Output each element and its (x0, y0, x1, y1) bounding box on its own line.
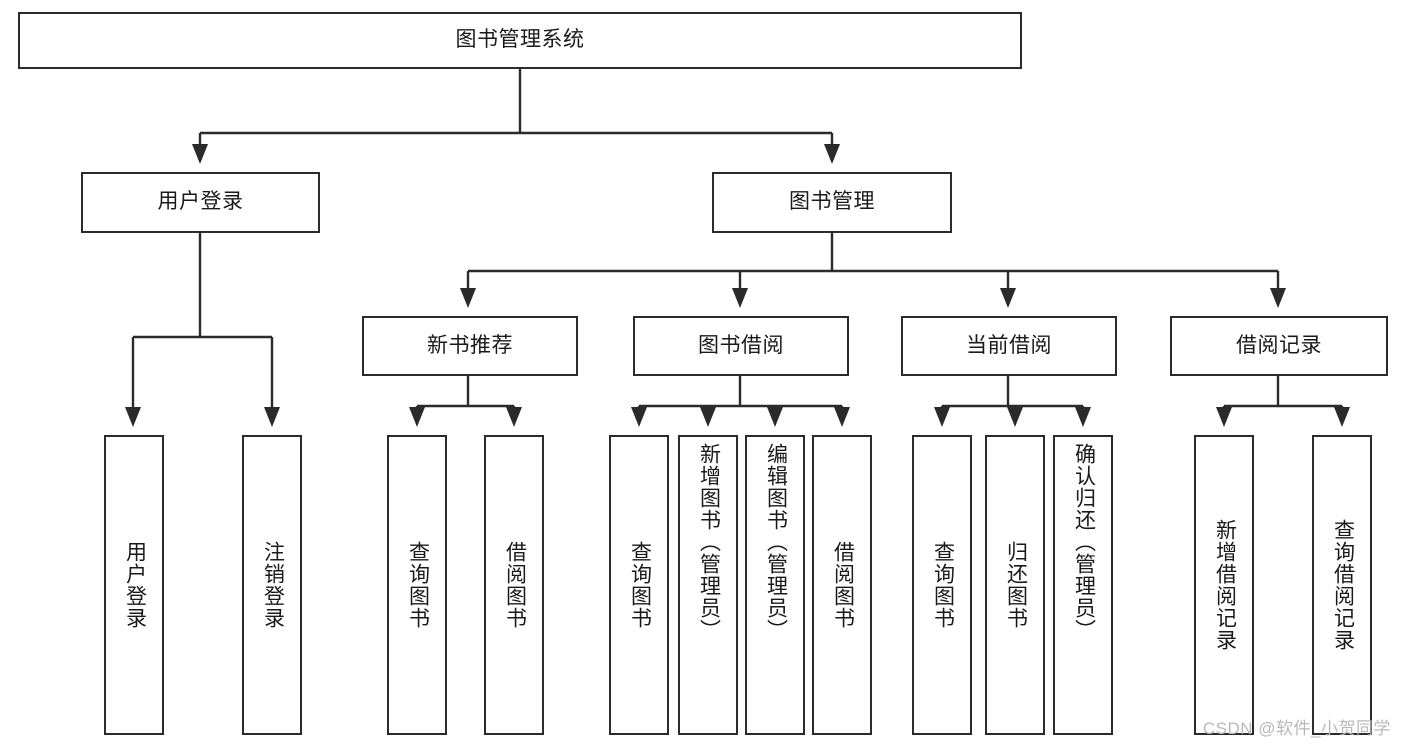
node-label-leaf-return-books: 归还图书 (1004, 541, 1028, 629)
edge-to-book-management-arrow-icon (824, 144, 840, 164)
edge-to-leaf-confirm-return-admin-arrow-icon (1075, 407, 1091, 427)
node-book-borrow[interactable]: 图书借阅 (633, 316, 849, 376)
edge-to-leaf-add-borrow-record-arrow-icon (1216, 407, 1232, 427)
node-label-leaf-add-borrow-record: 新增借阅记录 (1213, 519, 1237, 651)
edge-to-borrow-record-arrow-icon (1270, 288, 1286, 308)
node-label-borrow-record: 借阅记录 (1236, 333, 1322, 357)
node-leaf-borrow-books-recommend[interactable]: 借阅图书 (484, 435, 544, 735)
node-label-leaf-borrow-books-borrow: 借阅图书 (831, 541, 855, 629)
edge-to-new-book-recommend-arrow-icon (460, 288, 476, 308)
node-leaf-add-borrow-record[interactable]: 新增借阅记录 (1194, 435, 1254, 735)
node-user-login[interactable]: 用户登录 (81, 172, 320, 233)
edge-to-leaf-query-borrow-record-arrow-icon (1334, 407, 1350, 427)
edge-to-user-login-arrow-icon (192, 144, 208, 164)
node-leaf-query-books-current[interactable]: 查询图书 (912, 435, 972, 735)
node-root[interactable]: 图书管理系统 (18, 12, 1022, 69)
node-leaf-add-book-admin[interactable]: 新增图书（管理员） (678, 435, 738, 735)
edge-to-current-borrow-arrow-icon (1000, 288, 1016, 308)
node-label-book-management: 图书管理 (789, 190, 875, 214)
node-leaf-confirm-return-admin[interactable]: 确认归还（管理员） (1053, 435, 1113, 735)
node-label-leaf-user-login: 用户登录 (123, 541, 147, 629)
node-leaf-borrow-books-borrow[interactable]: 借阅图书 (812, 435, 872, 735)
node-label-leaf-confirm-return-admin: 确认归还（管理员） (1072, 443, 1096, 641)
node-label-leaf-edit-book-admin: 编辑图书（管理员） (764, 443, 788, 641)
node-label-current-borrow: 当前借阅 (966, 333, 1052, 357)
edge-to-leaf-query-books-current-arrow-icon (934, 407, 950, 427)
edge-to-book-borrow-arrow-icon (732, 288, 748, 308)
node-leaf-query-books-recommend[interactable]: 查询图书 (387, 435, 447, 735)
edge-to-leaf-add-book-admin-arrow-icon (700, 407, 716, 427)
node-label-user-login: 用户登录 (157, 190, 244, 214)
edge-to-leaf-return-books-arrow-icon (1007, 407, 1023, 427)
node-label-leaf-query-books-borrow: 查询图书 (628, 541, 652, 629)
watermark-text: CSDN @软件_小贺同学 (1202, 719, 1391, 738)
node-leaf-logout[interactable]: 注销登录 (242, 435, 302, 735)
node-leaf-query-books-borrow[interactable]: 查询图书 (609, 435, 669, 735)
node-label-leaf-query-books-recommend: 查询图书 (406, 541, 430, 629)
edge-to-leaf-query-books-borrow-arrow-icon (631, 407, 647, 427)
node-label-root: 图书管理系统 (455, 28, 585, 52)
node-leaf-return-books[interactable]: 归还图书 (985, 435, 1045, 735)
node-label-leaf-borrow-books-recommend: 借阅图书 (503, 541, 527, 629)
node-leaf-user-login[interactable]: 用户登录 (104, 435, 164, 735)
edge-to-leaf-query-books-recommend-arrow-icon (409, 407, 425, 427)
node-label-new-book-recommend: 新书推荐 (427, 333, 513, 357)
node-leaf-edit-book-admin[interactable]: 编辑图书（管理员） (745, 435, 805, 735)
edge-to-leaf-user-login-arrow-icon (125, 407, 141, 427)
edge-to-leaf-logout-arrow-icon (264, 407, 280, 427)
node-label-leaf-query-books-current: 查询图书 (931, 541, 955, 629)
node-leaf-query-borrow-record[interactable]: 查询借阅记录 (1312, 435, 1372, 735)
node-borrow-record[interactable]: 借阅记录 (1170, 316, 1388, 376)
edge-to-leaf-borrow-books-recommend-arrow-icon (506, 407, 522, 427)
edge-to-leaf-edit-book-admin-arrow-icon (767, 407, 783, 427)
edge-to-leaf-borrow-books-borrow-arrow-icon (834, 407, 850, 427)
node-label-book-borrow: 图书借阅 (698, 333, 784, 357)
node-label-leaf-logout: 注销登录 (261, 541, 285, 629)
node-label-leaf-query-borrow-record: 查询借阅记录 (1331, 519, 1355, 651)
node-label-leaf-add-book-admin: 新增图书（管理员） (697, 443, 721, 641)
node-book-management[interactable]: 图书管理 (712, 172, 952, 233)
node-current-borrow[interactable]: 当前借阅 (901, 316, 1117, 376)
node-new-book-recommend[interactable]: 新书推荐 (362, 316, 578, 376)
